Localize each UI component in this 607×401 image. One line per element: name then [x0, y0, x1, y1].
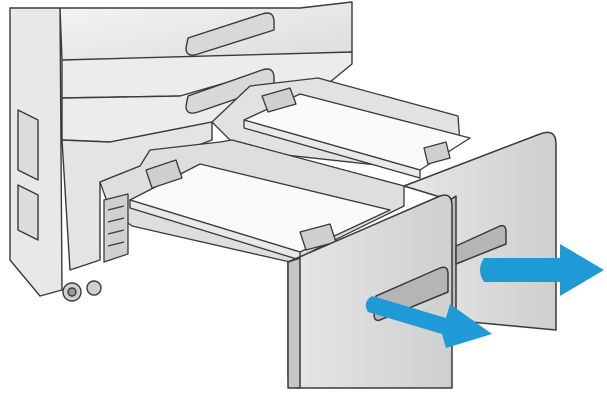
tray-handle-back — [455, 224, 507, 265]
tray-back-section — [211, 77, 471, 187]
paper-guide-front-left — [145, 159, 183, 189]
paper-guide-back-left — [261, 87, 297, 113]
pull-arrow-right — [480, 244, 604, 296]
paper-guide-back-right — [423, 141, 451, 165]
pull-arrow-left — [365, 296, 492, 348]
tray-front-section — [99, 139, 405, 263]
printer-body — [9, 1, 353, 302]
